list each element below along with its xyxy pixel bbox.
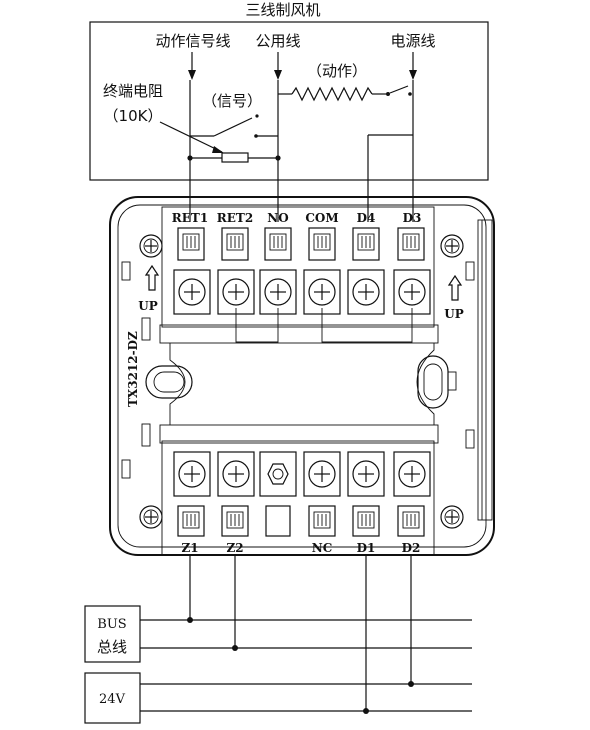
power-label: 24V [99,692,126,707]
arrow-down-icon [274,70,282,80]
top-terminal-RET1[interactable]: RET1 [172,211,211,315]
svg-text:NO: NO [267,211,288,225]
svg-text:Z2: Z2 [226,541,243,555]
common-line-label: 公用线 [255,32,300,50]
signal-switch [213,117,253,137]
bottom-terminal-D2[interactable]: D2 [393,451,431,555]
fan-box [89,21,489,181]
end-resistor-label: 终端电阻 [103,82,163,100]
bus-box [84,605,141,663]
signal-label: （信号） [202,92,262,110]
arrow-down-icon [188,70,196,80]
bus-label-cn: 总线 [97,638,127,656]
corner-screw-icon [139,505,163,529]
svg-text:RET2: RET2 [217,211,253,225]
svg-text:D2: D2 [402,541,421,555]
top-terminal-D4[interactable]: D4 [347,211,385,315]
svg-text:NC: NC [312,541,333,555]
corner-screw-icon [440,234,464,258]
corner-screw-icon [139,234,163,258]
corner-screw-icon [440,505,464,529]
model-label: TX3212-DZ [126,331,140,407]
arrow-icon [212,146,224,153]
top-terminal-NO[interactable]: NO [259,211,297,315]
up-arrow-icon [144,264,160,291]
power-line-label: 电源线 [390,32,435,50]
action-label: （动作） [307,62,367,80]
bus-label: BUS [97,617,126,632]
end-resistor [221,152,249,163]
svg-text:D4: D4 [357,211,376,225]
up-arrow-icon [447,274,463,301]
bottom-terminal-Z2[interactable]: Z2 [217,451,255,555]
bottom-terminal-Z1[interactable]: Z1 [173,451,211,555]
svg-text:D1: D1 [357,541,376,555]
bottom-terminal-NC[interactable]: NC [303,451,341,555]
mounting-slot-left [145,365,193,399]
power-box [84,672,141,724]
up-label-left: UP [138,299,158,313]
hex-nut-icon [259,451,297,537]
up-label-right: UP [444,307,464,321]
svg-text:D3: D3 [403,211,422,225]
top-terminal-D3[interactable]: D3 [393,211,431,315]
svg-text:Z1: Z1 [181,541,198,555]
module-inner [117,204,487,548]
top-terminal-RET2[interactable]: RET2 [217,211,255,315]
top-terminal-COM[interactable]: COM [303,211,341,315]
motor-coil [291,86,373,102]
action-signal-line-label: 动作信号线 [155,32,230,50]
top-terminal-block [161,206,435,328]
arrow-down-icon [409,70,417,80]
module-outer [109,196,495,556]
fan-title: 三线制风机 [245,1,320,19]
bottom-terminal-block [161,440,435,556]
resistor-value-label: （10K） [104,107,163,125]
svg-text:RET1: RET1 [172,211,208,225]
bottom-terminal-D1[interactable]: D1 [347,451,385,555]
svg-text:COM: COM [305,211,338,225]
